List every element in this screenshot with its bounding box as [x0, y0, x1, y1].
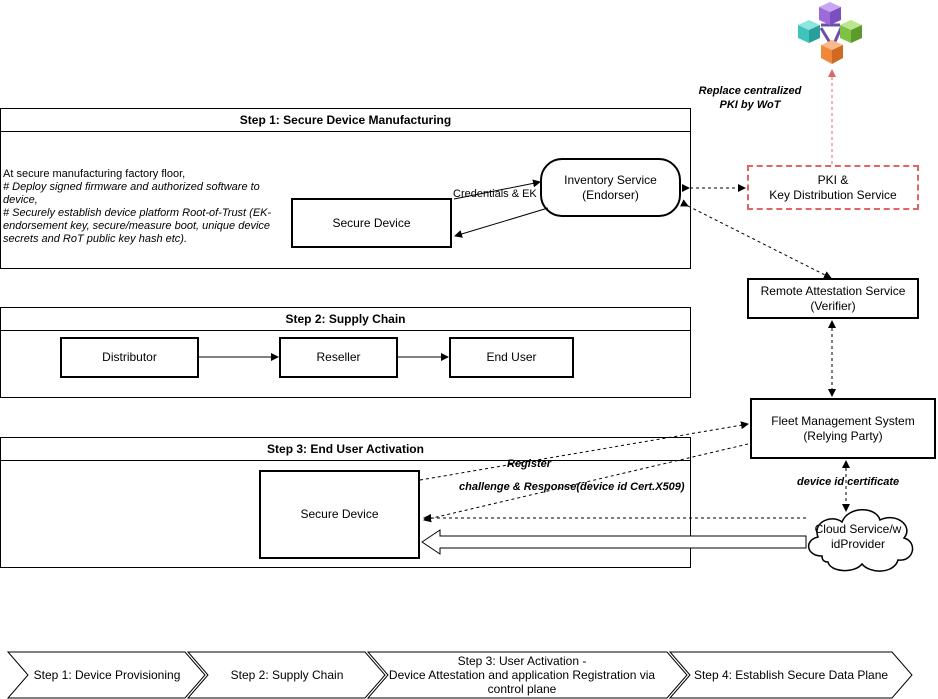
cloud-service-text: Cloud Service/w idProvider — [806, 522, 910, 552]
device-id-certificate-label: device id certificate — [797, 476, 900, 488]
step1-note-line2: # Deploy signed firmware and authorized … — [3, 181, 260, 206]
wot-note-line2: PKI by WoT — [719, 99, 781, 111]
challenge-response-label: challenge & Response(device id Cert.X509… — [459, 481, 685, 493]
reseller-box[interactable]: Reseller — [279, 337, 398, 378]
fleet-management-label: Fleet Management System — [771, 413, 915, 428]
credentials-ek-label: Credentials & EK — [453, 188, 537, 200]
key-distribution-label: Key Distribution Service — [769, 187, 897, 202]
end-user-label: End User — [486, 350, 537, 364]
step1-title: Step 1: Secure Device Manufacturing — [1, 109, 690, 132]
process-step3-line1: Step 3: User Activation - — [457, 654, 587, 668]
secure-device-box-step3[interactable]: Secure Device — [259, 470, 420, 559]
pki-service-box[interactable]: PKI & Key Distribution Service — [747, 165, 919, 210]
process-step4[interactable]: Step 4: Establish Secure Data Plane — [693, 668, 889, 682]
wot-note: Replace centralized PKI by WoT — [690, 84, 810, 112]
process-step1[interactable]: Step 1: Device Provisioning — [33, 668, 181, 682]
wot-cubes-icon — [795, 0, 865, 68]
id-provider-label: idProvider — [830, 537, 886, 551]
process-step2[interactable]: Step 2: Supply Chain — [230, 668, 344, 682]
secure-device-step3-label: Secure Device — [300, 507, 379, 521]
secure-device-box-step1[interactable]: Secure Device — [291, 198, 452, 248]
fleet-management-box[interactable]: Fleet Management System (Relying Party) — [750, 398, 936, 459]
secure-device-label: Secure Device — [332, 215, 411, 230]
cloud-service-label: Cloud Service/w — [814, 522, 902, 536]
process-step3-line2: Device Attestation and application Regis… — [388, 668, 656, 682]
process-step3[interactable]: Step 3: User Activation - Device Attesta… — [384, 652, 660, 698]
distributor-label: Distributor — [102, 350, 157, 364]
step1-note-line1: At secure manufacturing factory floor, — [3, 168, 186, 180]
reseller-label: Reseller — [316, 350, 361, 364]
end-user-box[interactable]: End User — [449, 337, 574, 378]
remote-attestation-label: Remote Attestation Service — [760, 283, 906, 298]
step1-note-line3: # Securely establish device platform Roo… — [3, 207, 272, 245]
pki-label: PKI & — [817, 172, 849, 187]
distributor-box[interactable]: Distributor — [60, 337, 199, 378]
process-step3-line3: control plane — [487, 682, 557, 696]
remote-attestation-box[interactable]: Remote Attestation Service (Verifier) — [747, 278, 919, 319]
step1-note: At secure manufacturing factory floor, #… — [3, 168, 293, 246]
step2-title: Step 2: Supply Chain — [1, 308, 690, 331]
step3-title: Step 3: End User Activation — [1, 438, 690, 461]
register-label: Register — [507, 458, 552, 470]
inventory-service-label: Inventory Service — [564, 172, 657, 187]
relying-party-label: (Relying Party) — [803, 428, 883, 443]
cloud-service-icon[interactable] — [798, 500, 920, 576]
inventory-service-box[interactable]: Inventory Service (Endorser) — [540, 158, 681, 217]
verifier-label: (Verifier) — [810, 298, 856, 313]
wot-note-line1: Replace centralized — [698, 85, 802, 97]
inventory-service-role: (Endorser) — [582, 187, 639, 202]
